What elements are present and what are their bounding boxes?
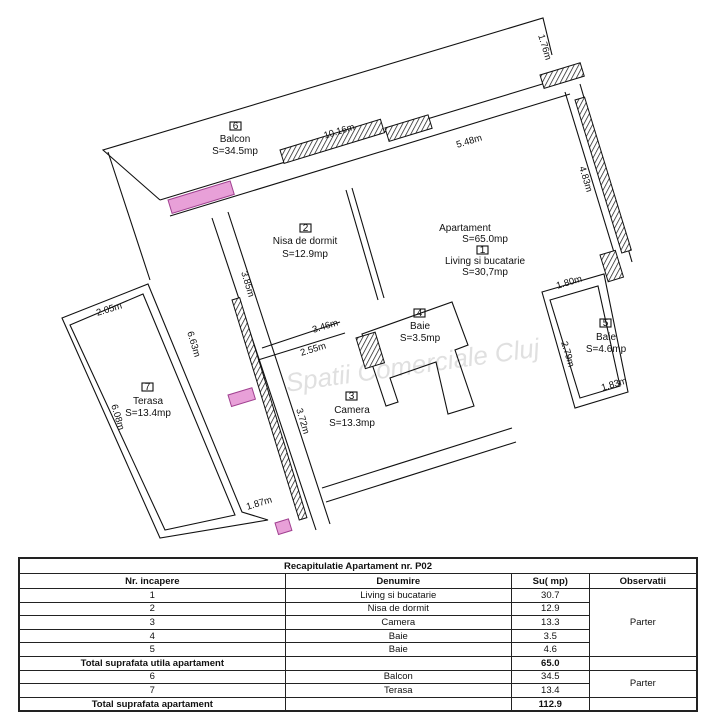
svg-text:1.83m: 1.83m (600, 375, 629, 393)
cell-su: 13.4 (510, 683, 590, 698)
cell-observatii: Parter (588, 669, 698, 698)
total-label: Total suprafata apartament (18, 696, 286, 712)
svg-text:S=13.4mp: S=13.4mp (125, 408, 171, 419)
cell-name: Terasa (284, 683, 512, 698)
svg-text:4.83m: 4.83m (576, 165, 594, 194)
svg-text:Living si bucatarie: Living si bucatarie (445, 256, 525, 267)
room-label-camera: 3 Camera S=13.3mp (329, 391, 375, 429)
room-label-nisa: 2 Nisa de dormit S=12.9mp (273, 223, 338, 260)
dimensions: 10.16m 5.48m 1.76m 4.83m 3.85m 3.46m 2.5… (95, 33, 629, 513)
total-util-value: 65.0 (510, 655, 590, 671)
exterior-wall-bottom (321, 427, 513, 489)
svg-text:2.79m: 2.79m (558, 340, 576, 369)
svg-text:Nisa de dormit: Nisa de dormit (273, 236, 338, 247)
table-title: Recapitulatie Apartament nr. P02 (18, 557, 698, 574)
total-util-row: Total suprafata utila apartament 65.0 (18, 655, 698, 671)
svg-text:S=30,7mp: S=30,7mp (462, 267, 508, 278)
svg-text:S=4.6mp: S=4.6mp (586, 344, 627, 355)
svg-text:6: 6 (233, 121, 239, 132)
svg-text:S=3.5mp: S=3.5mp (400, 333, 441, 344)
svg-text:6.63m: 6.63m (184, 330, 202, 359)
svg-text:5.48m: 5.48m (455, 132, 484, 150)
cell-nr: 2 (18, 601, 286, 617)
svg-text:S=34.5mp: S=34.5mp (212, 146, 258, 157)
header-su: Su( mp) (510, 573, 590, 589)
exterior-wall-left (211, 217, 317, 531)
room-label-balcon: 6 Balcon S=34.5mp (212, 121, 258, 157)
svg-text:1: 1 (480, 245, 486, 256)
svg-text:S=13.3mp: S=13.3mp (329, 418, 375, 429)
total-value: 112.9 (510, 696, 590, 712)
svg-text:1.76m: 1.76m (535, 33, 553, 62)
cell-nr: 7 (18, 683, 286, 698)
cell-su: 12.9 (510, 601, 590, 617)
header-nr: Nr. incapere (18, 573, 286, 589)
room-label-terasa: 7 Terasa S=13.4mp (125, 382, 171, 419)
svg-text:3: 3 (349, 391, 355, 402)
svg-text:S=65.0mp: S=65.0mp (462, 234, 508, 245)
terrace-outline (61, 283, 269, 539)
svg-text:Apartament: Apartament (439, 223, 491, 234)
cell-name: Living si bucatarie (284, 588, 512, 603)
cell-su: 30.7 (510, 588, 590, 603)
svg-text:1.87m: 1.87m (245, 494, 274, 512)
bath5-walls (541, 273, 629, 409)
svg-text:3.85m: 3.85m (238, 270, 256, 299)
total-row: Total suprafata apartament 112.9 (18, 696, 698, 712)
cell-su: 34.5 (510, 669, 590, 685)
svg-text:Balcon: Balcon (220, 134, 251, 145)
total-util-label: Total suprafata utila apartament (18, 655, 286, 671)
balcony-outline (101, 17, 553, 201)
header-denumire: Denumire (284, 573, 512, 589)
svg-text:4: 4 (417, 308, 423, 319)
bath4-walls (361, 301, 475, 415)
room-label-baie-5: 5 Baie S=4.6mp (586, 318, 627, 355)
svg-text:3.46m: 3.46m (311, 317, 340, 335)
room-label-living: Apartament S=65.0mp 1 Living si bucatari… (439, 223, 525, 278)
cell-name: Nisa de dormit (284, 601, 512, 617)
room-label-baie-4: 4 Baie S=3.5mp (400, 308, 441, 344)
cell-nr: 4 (18, 628, 286, 644)
cell-nr: 3 (18, 615, 286, 630)
cell-name: Baie (284, 628, 512, 644)
summary-table: Recapitulatie Apartament nr. P02 Nr. inc… (18, 557, 698, 713)
cell-su: 3.5 (510, 628, 590, 644)
cell-nr: 5 (18, 642, 286, 657)
nisa-wall (345, 189, 379, 301)
cell-nr: 1 (18, 588, 286, 603)
cell-su: 13.3 (510, 615, 590, 630)
svg-text:7: 7 (145, 382, 151, 393)
header-observatii: Observatii (588, 573, 698, 589)
corridor-wall (257, 332, 346, 361)
cell-name: Baie (284, 642, 512, 657)
cell-observatii: Parter (588, 588, 698, 657)
cell-nr: 6 (18, 669, 286, 685)
svg-text:Camera: Camera (334, 405, 370, 416)
floor-plan: Spatii Comerciale Cluj 6 Balcon S=34.5mp… (61, 17, 633, 539)
svg-text:S=12.9mp: S=12.9mp (282, 249, 328, 260)
svg-text:Terasa: Terasa (133, 396, 163, 407)
cell-name: Camera (284, 615, 512, 630)
svg-text:5: 5 (603, 318, 609, 329)
svg-text:Baie: Baie (596, 332, 616, 343)
svg-text:Baie: Baie (410, 321, 430, 332)
cell-name: Balcon (284, 669, 512, 685)
svg-text:2: 2 (303, 223, 309, 234)
svg-text:2.55m: 2.55m (299, 340, 328, 358)
svg-text:1.80m: 1.80m (555, 273, 584, 291)
cell-su: 4.6 (510, 642, 590, 657)
exterior-wall-right (564, 91, 621, 273)
